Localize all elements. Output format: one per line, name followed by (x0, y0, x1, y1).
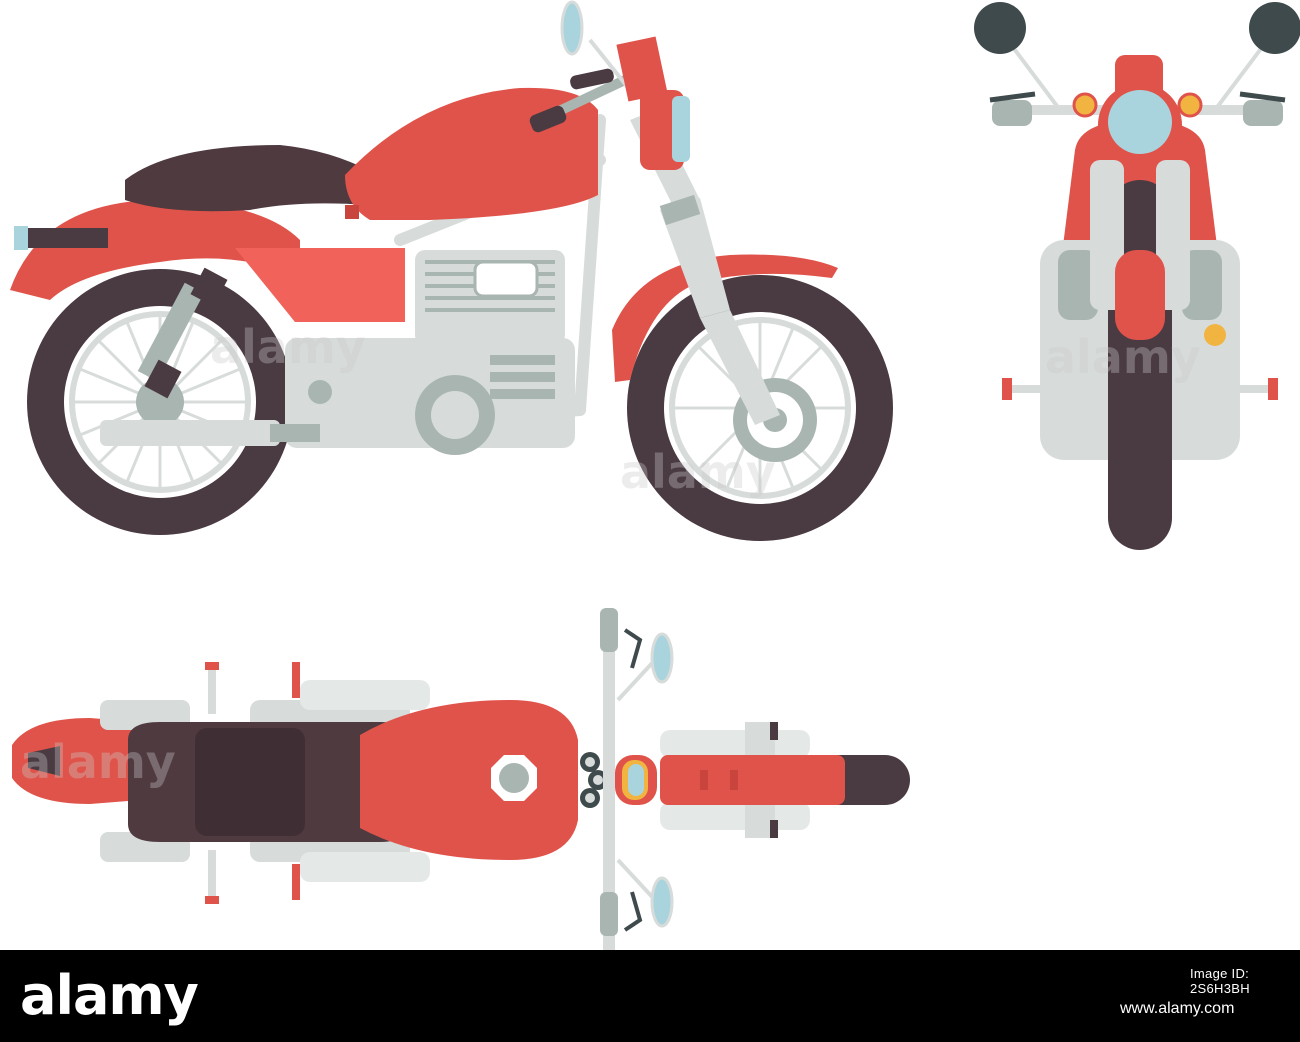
headlamp-top (615, 755, 657, 805)
front-fender-front (1115, 250, 1165, 340)
exhaust (100, 420, 320, 446)
headlamp-side (640, 90, 690, 170)
handlebar (529, 68, 630, 133)
rear-indicator (1204, 324, 1226, 346)
front-view (974, 2, 1300, 550)
tail-light (14, 226, 28, 250)
side-cover (235, 248, 405, 322)
side-view (10, 0, 893, 541)
footpegs-top (205, 662, 300, 904)
engine (285, 250, 575, 455)
mirror-left (974, 2, 1062, 112)
mirror-side (560, 0, 632, 92)
footpegs-front (1002, 378, 1278, 400)
rear-shock (137, 267, 228, 399)
rear-wheel (27, 269, 293, 535)
mirror-right (1213, 2, 1300, 112)
indicator-right (1177, 92, 1203, 118)
headlamp-front (1098, 83, 1182, 167)
front-fender (612, 254, 838, 382)
rear-fender (10, 200, 300, 300)
footer-bar: alamy Image ID: 2S6H3BH www.alamy.com (0, 950, 1300, 1042)
site-url[interactable]: www.alamy.com (1120, 1000, 1235, 1017)
motorcycle-illustration (10, 0, 1300, 950)
front-number-plate (616, 36, 668, 102)
image-id: Image ID: 2S6H3BH (1190, 966, 1250, 996)
handlebar-top (600, 608, 643, 950)
tank-badge (345, 205, 359, 219)
front-fender-top (660, 755, 845, 805)
indicator-left (1072, 92, 1098, 118)
seat (125, 145, 372, 212)
mirrors-top (616, 632, 674, 928)
fuel-tank-top (360, 700, 578, 860)
top-view (12, 608, 910, 950)
alamy-logo: alamy (20, 964, 199, 1027)
